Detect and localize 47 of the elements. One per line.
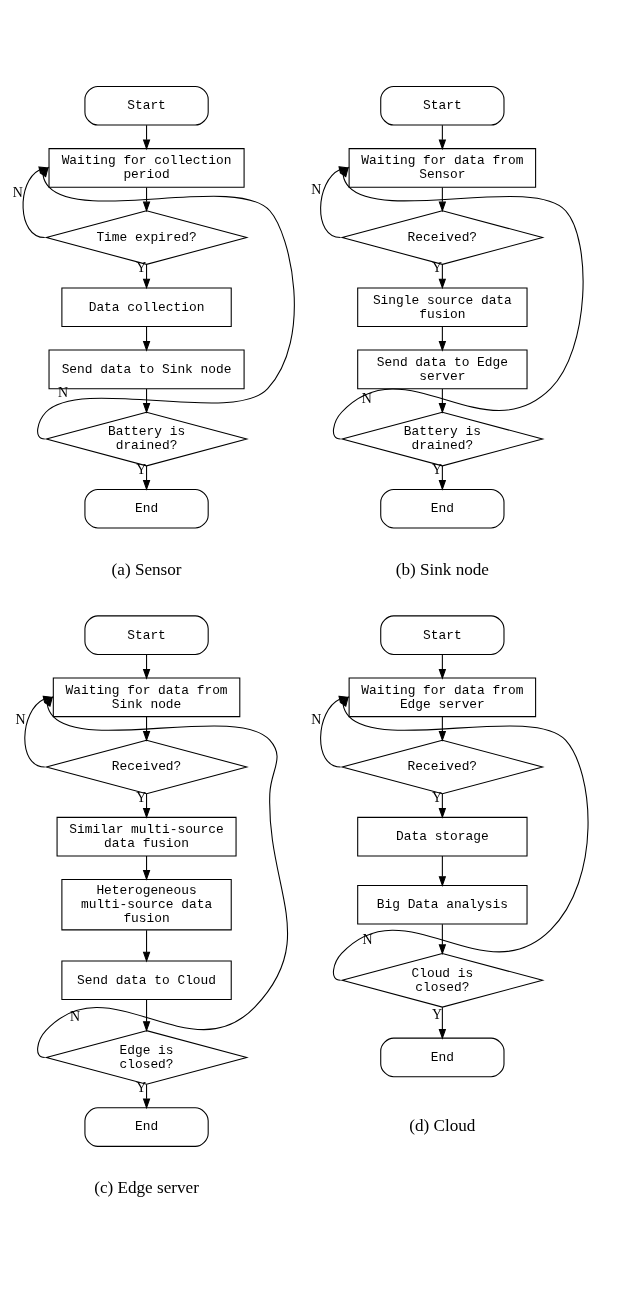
node-box: Start	[380, 615, 505, 655]
edge-label: N	[362, 932, 373, 948]
node-box: Send data to Edge server	[357, 349, 528, 390]
arrow	[142, 1083, 151, 1110]
label: (d) Cloud	[409, 1116, 476, 1136]
label: (a) Sensor	[111, 559, 182, 579]
arrow	[142, 793, 151, 819]
node-box: Waiting for collection period	[48, 148, 245, 188]
arrow	[438, 1006, 447, 1040]
edge-label: N	[311, 182, 322, 198]
node-box: End	[380, 488, 505, 529]
arrow	[142, 465, 151, 491]
node-box: End	[84, 1107, 209, 1147]
edge-label: N	[69, 1008, 81, 1024]
node-box: Start	[84, 85, 209, 126]
node-box: End	[84, 488, 209, 529]
node-box: Waiting for data from Edge server	[348, 677, 537, 718]
node-box: Similar multi-source data fusion	[56, 816, 237, 857]
arrow	[438, 923, 447, 956]
edge-label: N	[15, 711, 26, 727]
node-box: Waiting for data from Sensor	[348, 148, 537, 188]
arrow	[142, 264, 151, 290]
node-box: Start	[84, 615, 209, 655]
node-box: Waiting for data from Sink node	[52, 677, 241, 718]
edge-label: N	[361, 391, 372, 407]
arrow	[438, 793, 447, 819]
edge-label: Y	[431, 1006, 443, 1022]
arrow	[142, 999, 151, 1033]
node-box: Heterogeneous multi-source data fusion	[61, 879, 232, 931]
edge-label: N	[311, 711, 322, 727]
arrow	[438, 465, 447, 491]
edge-label: N	[12, 184, 23, 200]
node-box: Data collection	[61, 287, 232, 328]
node-box: Single source data fusion	[357, 287, 528, 328]
arrow	[438, 855, 447, 887]
node-diamond: Cloud is closed?	[340, 952, 545, 1008]
node-box: Start	[380, 85, 505, 126]
arrow	[24, 695, 54, 768]
arrow	[142, 855, 151, 881]
arrow	[142, 929, 151, 963]
node-box: Data storage	[357, 816, 528, 857]
label: (c) Edge server	[94, 1178, 199, 1198]
node-box: Big Data analysis	[357, 884, 528, 925]
node-box: Send data to Cloud	[61, 960, 232, 1001]
arrow	[438, 264, 447, 290]
node-box: End	[380, 1037, 505, 1078]
label: (b) Sink node	[395, 559, 489, 579]
